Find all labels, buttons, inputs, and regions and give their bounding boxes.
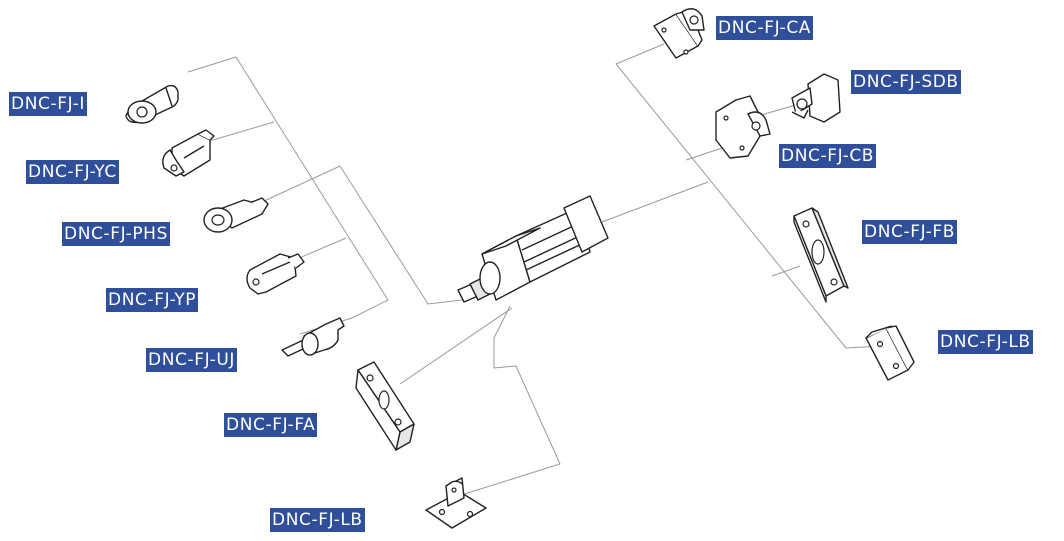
rear-flange-part (793, 207, 849, 303)
label-dnc-fj-fb: DNC-FJ-FB (862, 220, 957, 244)
leader-line-left-main (187, 56, 389, 335)
label-dnc-fj-cb: DNC-FJ-CB (779, 144, 877, 168)
pneumatic-cylinder-part (457, 195, 609, 303)
rod-clevis-yp-part (246, 253, 305, 295)
leader-line-lb-bottom (457, 305, 561, 497)
clevis-cb-part (715, 95, 771, 159)
label-dnc-fj-uj: DNC-FJ-UJ (146, 348, 237, 372)
rod-clevis-part (162, 129, 215, 177)
leader-line-yc (205, 121, 275, 143)
clevis-ca-part (653, 8, 705, 59)
label-dnc-fj-ca: DNC-FJ-CA (716, 16, 814, 40)
label-dnc-fj-fa: DNC-FJ-FA (224, 413, 318, 437)
universal-joint-part (281, 317, 345, 357)
foot-mounting-bottom-part (425, 477, 487, 529)
rod-eye-part (125, 84, 179, 124)
foot-mounting-right-part (865, 325, 915, 381)
leader-line-cylinder-right (601, 181, 709, 223)
spherical-rod-eye-part (203, 197, 269, 233)
label-dnc-fj-lb-right: DNC-FJ-LB (938, 330, 1033, 354)
label-dnc-fj-yp: DNC-FJ-YP (106, 288, 199, 312)
label-dnc-fj-sdb: DNC-FJ-SDB (851, 70, 961, 94)
swivel-flange-sdb-part (791, 73, 841, 123)
leader-line-phs (261, 165, 463, 305)
leader-line-cb (685, 147, 723, 161)
leader-line-fb (771, 265, 801, 277)
label-dnc-fj-yc: DNC-FJ-YC (26, 160, 119, 184)
label-dnc-fj-phs: DNC-FJ-PHS (62, 222, 170, 246)
leader-line-fa (399, 307, 513, 385)
front-flange-part (355, 361, 415, 451)
leader-line-right-main (615, 43, 881, 349)
label-dnc-fj-i: DNC-FJ-I (9, 92, 87, 116)
label-dnc-fj-lb-bottom: DNC-FJ-LB (270, 508, 365, 532)
